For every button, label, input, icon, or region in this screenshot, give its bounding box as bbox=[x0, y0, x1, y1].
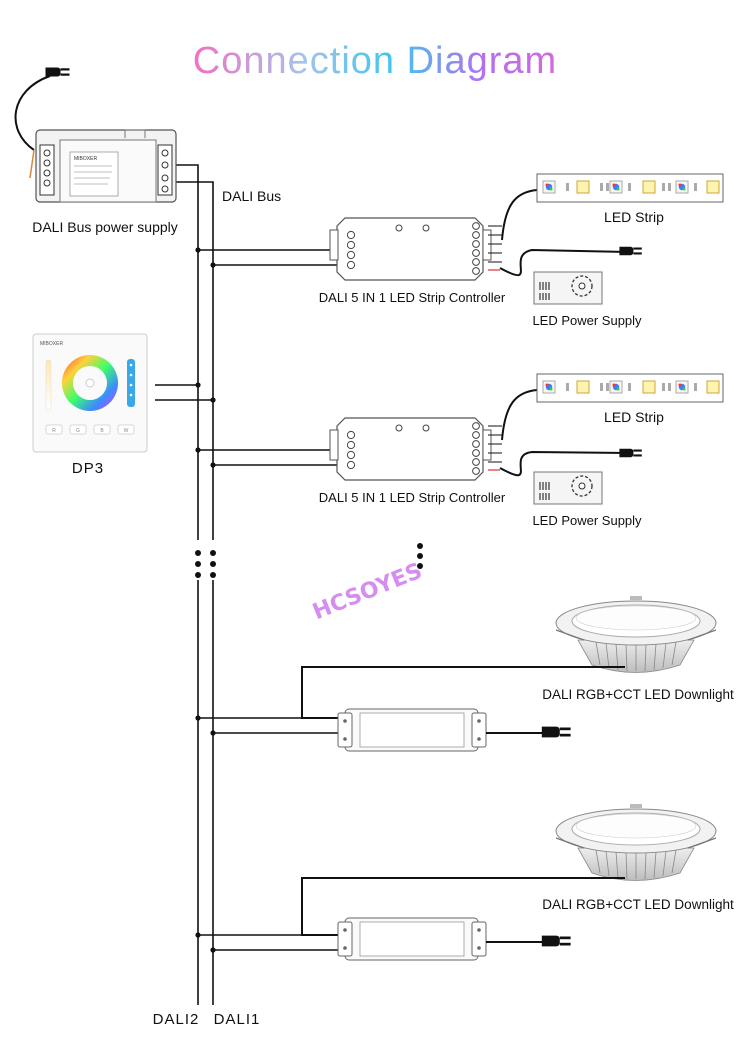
downlight-2 bbox=[555, 804, 717, 881]
dp3-panel: MIBOXER R G B W bbox=[32, 333, 148, 453]
dali1-label: DALI1 bbox=[214, 1011, 261, 1028]
more-devices-dots bbox=[417, 543, 423, 569]
dp3-label: DP3 bbox=[72, 460, 104, 477]
svg-text:MIBOXER: MIBOXER bbox=[40, 341, 63, 347]
strip-controller-1 bbox=[329, 217, 502, 281]
led-power-supply-2-label: LED Power Supply bbox=[532, 513, 642, 528]
downlight-driver-1 bbox=[337, 708, 487, 752]
led-power-supply-2 bbox=[533, 471, 603, 505]
page-title: Connection Diagram bbox=[193, 40, 557, 82]
controller-2-label: DALI 5 IN 1 LED Strip Controller bbox=[319, 490, 506, 505]
plug-icon bbox=[541, 726, 571, 738]
bus-power-supply-label: DALI Bus power supply bbox=[32, 219, 178, 235]
panel-button-w: W bbox=[124, 428, 129, 434]
bus-ellipsis-dots bbox=[192, 540, 220, 580]
controller-1-label: DALI 5 IN 1 LED Strip Controller bbox=[319, 290, 506, 305]
panel-button-r: R bbox=[52, 428, 56, 434]
downlight-1-wire bbox=[301, 666, 625, 719]
bus-line-dali2 bbox=[168, 164, 199, 1005]
downlight-2-label: DALI RGB+CCT LED Downlight bbox=[542, 897, 734, 912]
led-strip-2-label: LED Strip bbox=[604, 409, 664, 425]
plug-icon bbox=[619, 448, 642, 458]
bus-junctions bbox=[195, 247, 216, 953]
plug-icon bbox=[45, 67, 70, 77]
bus-line-dali1 bbox=[168, 181, 214, 1005]
downlight-1-label: DALI RGB+CCT LED Downlight bbox=[542, 687, 734, 702]
downlight-2-wire bbox=[301, 877, 625, 936]
led-strip-2 bbox=[536, 373, 724, 403]
dali-bus-label: DALI Bus bbox=[222, 188, 281, 204]
strip-controller-2 bbox=[329, 417, 502, 481]
led-power-supply-1-label: LED Power Supply bbox=[532, 313, 642, 328]
dali2-label: DALI2 bbox=[153, 1011, 200, 1028]
dali-bus-power-supply: MIBOXER bbox=[14, 67, 177, 203]
led-strip-1 bbox=[536, 173, 724, 203]
svg-text:MIBOXER: MIBOXER bbox=[74, 156, 97, 162]
led-strip-1-label: LED Strip bbox=[604, 209, 664, 225]
downlight-driver-2 bbox=[337, 917, 487, 961]
watermark-text: HCSOYES bbox=[309, 559, 425, 625]
panel-button-g: G bbox=[76, 428, 80, 434]
led-power-supply-1 bbox=[533, 271, 603, 305]
panel-button-b: B bbox=[100, 428, 104, 434]
downlight-1 bbox=[555, 596, 717, 673]
plug-icon bbox=[541, 935, 571, 947]
plug-icon bbox=[619, 246, 642, 256]
